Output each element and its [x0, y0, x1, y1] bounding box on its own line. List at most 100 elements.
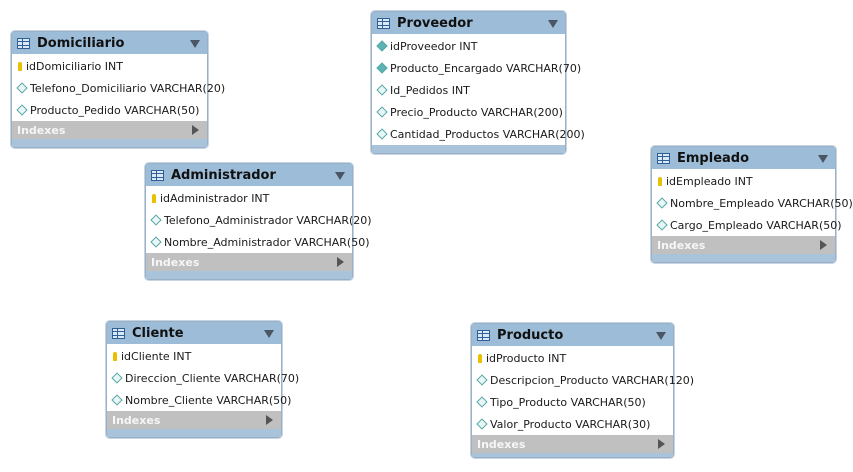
indexes-label: Indexes — [477, 437, 526, 451]
expand-arrow-icon[interactable] — [337, 257, 344, 267]
column-diamond-icon — [150, 214, 162, 226]
column-label: Cargo_Empleado VARCHAR(50) — [670, 218, 842, 232]
column-diamond-filled-icon — [376, 62, 388, 74]
table-title: Empleado — [677, 150, 750, 166]
column-row[interactable]: idProveedor INT — [372, 35, 565, 57]
column-row[interactable]: Nombre_Empleado VARCHAR(50) — [652, 192, 853, 214]
column-diamond-icon — [656, 219, 668, 231]
column-row[interactable]: Precio_Producto VARCHAR(200) — [372, 101, 565, 123]
column-label: Nombre_Cliente VARCHAR(50) — [125, 393, 292, 407]
table-header[interactable]: Empleado — [652, 147, 835, 169]
column-diamond-icon — [376, 128, 388, 140]
column-row[interactable]: Direccion_Cliente VARCHAR(70) — [107, 367, 299, 389]
table-administrador[interactable]: Administrador idAdministrador INT Telefo… — [145, 163, 372, 280]
table-footer — [652, 254, 835, 262]
column-label: idCliente INT — [121, 349, 192, 363]
collapse-icon[interactable] — [548, 20, 558, 28]
column-row[interactable]: Nombre_Administrador VARCHAR(50) — [146, 231, 370, 253]
table-title: Domiciliario — [37, 35, 125, 51]
column-row[interactable]: Cargo_Empleado VARCHAR(50) — [652, 214, 842, 236]
table-icon — [377, 17, 390, 29]
table-header[interactable]: Cliente — [107, 322, 281, 344]
column-row[interactable]: Telefono_Administrador VARCHAR(20) — [146, 209, 372, 231]
column-row[interactable]: Producto_Encargado VARCHAR(70) — [372, 57, 581, 79]
column-label: Tipo_Producto VARCHAR(50) — [490, 395, 646, 409]
collapse-icon[interactable] — [818, 155, 828, 163]
primary-key-icon — [658, 176, 662, 186]
column-row[interactable]: idCliente INT — [107, 345, 281, 367]
indexes-section[interactable]: Indexes — [107, 411, 281, 429]
table-header[interactable]: Proveedor — [372, 12, 565, 34]
table-header[interactable]: Producto — [472, 324, 673, 346]
column-label: Direccion_Cliente VARCHAR(70) — [125, 371, 300, 385]
column-diamond-icon — [376, 106, 388, 118]
table-title: Producto — [497, 327, 564, 343]
column-row[interactable]: Producto_Pedido VARCHAR(50) — [12, 99, 207, 121]
collapse-icon[interactable] — [656, 332, 666, 340]
column-label: Descripcion_Producto VARCHAR(120) — [490, 373, 695, 387]
indexes-label: Indexes — [17, 123, 66, 137]
column-label: Producto_Encargado VARCHAR(70) — [390, 61, 582, 75]
column-diamond-icon — [150, 236, 162, 248]
column-row[interactable]: idEmpleado INT — [652, 170, 835, 192]
column-label: Cantidad_Productos VARCHAR(200) — [390, 127, 585, 141]
indexes-label: Indexes — [657, 238, 706, 252]
column-diamond-icon — [476, 396, 488, 408]
expand-arrow-icon[interactable] — [266, 415, 273, 425]
primary-key-icon — [478, 353, 482, 363]
table-proveedor[interactable]: Proveedor idProveedor INT Producto_Encar… — [371, 11, 585, 154]
collapse-icon[interactable] — [264, 330, 274, 338]
expand-arrow-icon[interactable] — [192, 125, 199, 135]
column-row[interactable]: Cantidad_Productos VARCHAR(200) — [372, 123, 585, 145]
column-row[interactable]: Descripcion_Producto VARCHAR(120) — [472, 369, 694, 391]
indexes-section[interactable]: Indexes — [146, 253, 352, 271]
column-row[interactable]: Telefono_Domiciliario VARCHAR(20) — [12, 77, 225, 99]
column-diamond-icon — [111, 372, 123, 384]
primary-key-icon — [113, 351, 117, 361]
table-icon — [151, 169, 164, 181]
indexes-label: Indexes — [112, 413, 161, 427]
column-row[interactable]: idAdministrador INT — [146, 187, 352, 209]
column-row[interactable]: idProducto INT — [472, 347, 673, 369]
column-diamond-icon — [476, 418, 488, 430]
table-title: Cliente — [132, 325, 184, 341]
table-header[interactable]: Administrador — [146, 164, 352, 186]
collapse-icon[interactable] — [335, 172, 345, 180]
column-label: Id_Pedidos INT — [390, 83, 470, 97]
column-row[interactable]: Valor_Producto VARCHAR(30) — [472, 413, 673, 435]
column-label: Producto_Pedido VARCHAR(50) — [30, 103, 200, 117]
indexes-section[interactable]: Indexes — [652, 236, 835, 254]
table-footer — [372, 145, 565, 153]
expand-arrow-icon[interactable] — [658, 439, 665, 449]
table-footer — [146, 271, 352, 279]
column-row[interactable]: Nombre_Cliente VARCHAR(50) — [107, 389, 291, 411]
column-diamond-icon — [656, 197, 668, 209]
table-empleado[interactable]: Empleado idEmpleado INT Nombre_Empleado … — [651, 146, 853, 263]
column-label: Precio_Producto VARCHAR(200) — [390, 105, 563, 119]
column-label: idProducto INT — [486, 351, 567, 365]
column-diamond-filled-icon — [376, 40, 388, 52]
column-row[interactable]: idDomiciliario INT — [12, 55, 207, 77]
column-row[interactable]: Tipo_Producto VARCHAR(50) — [472, 391, 673, 413]
column-diamond-icon — [376, 84, 388, 96]
table-icon — [17, 37, 30, 49]
table-cliente[interactable]: Cliente idCliente INT Direccion_Cliente … — [106, 321, 299, 438]
column-diamond-icon — [16, 104, 28, 116]
table-footer — [12, 139, 207, 147]
table-title: Administrador — [171, 167, 276, 183]
table-producto[interactable]: Producto idProducto INT Descripcion_Prod… — [471, 323, 694, 458]
column-label: idAdministrador INT — [160, 191, 270, 205]
primary-key-icon — [152, 193, 156, 203]
column-row[interactable]: Id_Pedidos INT — [372, 79, 565, 101]
table-header[interactable]: Domiciliario — [12, 32, 207, 54]
table-domiciliario[interactable]: Domiciliario idDomiciliario INT Telefono… — [11, 31, 225, 148]
indexes-section[interactable]: Indexes — [472, 435, 673, 453]
table-icon — [657, 152, 670, 164]
table-footer — [472, 453, 673, 457]
column-label: Nombre_Empleado VARCHAR(50) — [670, 196, 853, 210]
indexes-section[interactable]: Indexes — [12, 121, 207, 139]
expand-arrow-icon[interactable] — [820, 240, 827, 250]
table-icon — [477, 329, 490, 341]
collapse-icon[interactable] — [190, 40, 200, 48]
column-label: Nombre_Administrador VARCHAR(50) — [164, 235, 370, 249]
